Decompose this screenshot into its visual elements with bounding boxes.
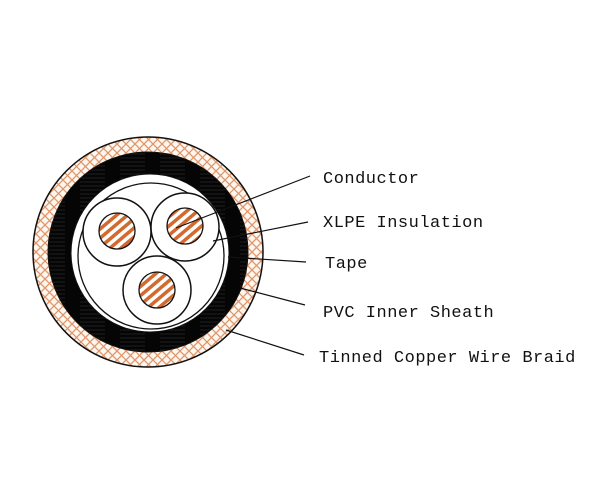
leader-tape [227, 256, 307, 263]
tape-layer [77, 182, 225, 330]
label-tape: Tape [325, 255, 368, 274]
conductor-bottom [138, 271, 176, 309]
leader-lines [175, 175, 311, 356]
leader-xlpe [212, 221, 309, 242]
conductor-right [166, 207, 204, 245]
label-xlpe-insulation: XLPE Insulation [323, 214, 484, 233]
leader-braid [225, 329, 305, 356]
conductor-left [98, 212, 136, 250]
core-right [150, 192, 220, 262]
label-tinned-copper-wire-braid: Tinned Copper Wire Braid [319, 349, 576, 368]
core-bottom [122, 255, 192, 325]
core-left [82, 197, 152, 267]
label-conductor: Conductor [323, 170, 419, 189]
leader-conductor [175, 175, 311, 229]
leader-pvc [239, 287, 306, 306]
label-pvc-inner-sheath: PVC Inner Sheath [323, 304, 494, 323]
